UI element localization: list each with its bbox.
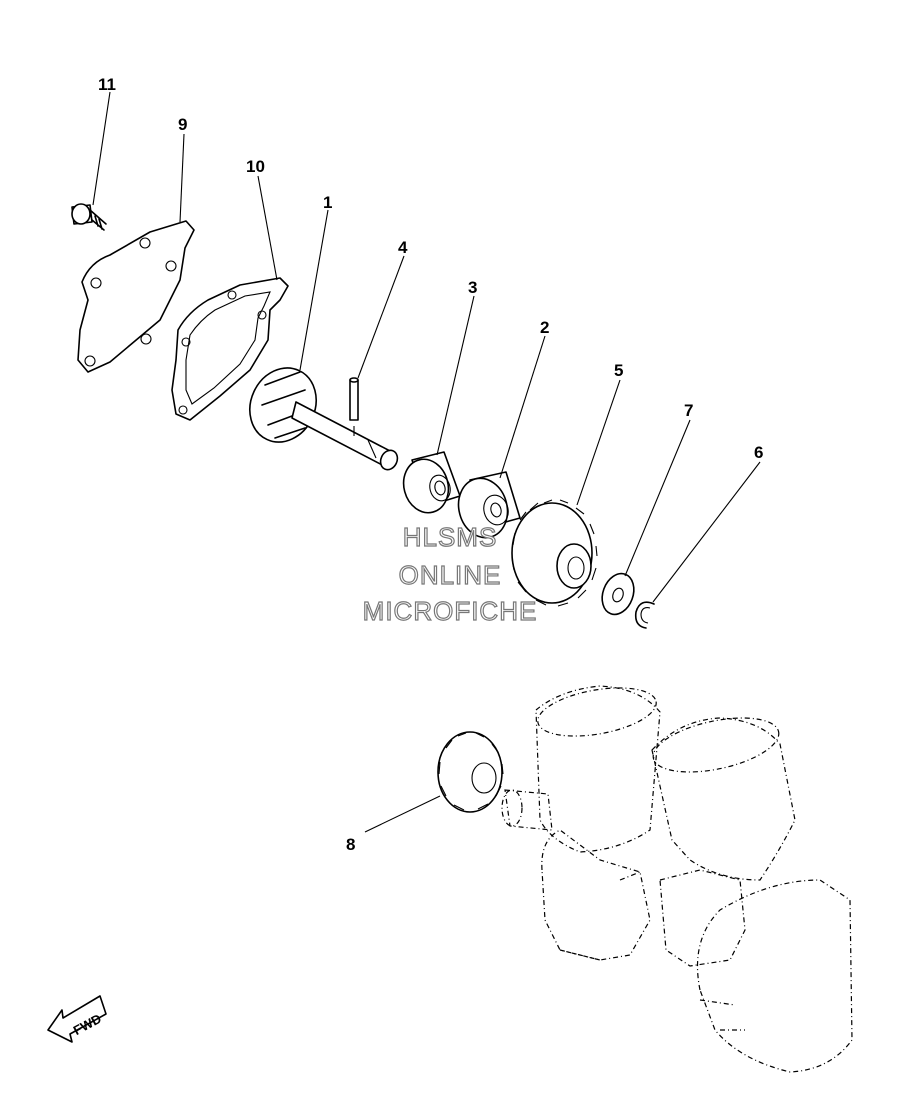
callout-1: 1 xyxy=(323,193,332,212)
callout-10: 10 xyxy=(246,157,265,176)
gear-part-5 xyxy=(511,499,598,607)
bolt-part-11 xyxy=(71,203,107,231)
callout-2: 2 xyxy=(540,318,549,337)
callout-labels: 11 9 10 1 4 3 2 5 7 6 8 xyxy=(98,75,763,854)
watermark-line-3: MICROFICHE xyxy=(363,596,538,626)
watermark-line-1: HLSMS xyxy=(403,522,498,552)
callout-3: 3 xyxy=(468,278,477,297)
callout-4: 4 xyxy=(398,238,408,257)
pin-part-4 xyxy=(349,377,359,436)
callout-6: 6 xyxy=(754,443,763,462)
washer-part-7 xyxy=(601,572,635,616)
watermark-line-2: ONLINE xyxy=(399,560,502,590)
callout-5: 5 xyxy=(614,361,623,380)
cover-part-9 xyxy=(77,220,195,373)
bearing-part-2 xyxy=(457,471,521,539)
impeller-shaft-part-1 xyxy=(249,367,399,471)
gasket-part-10 xyxy=(171,277,289,421)
gear-part-8 xyxy=(437,731,504,813)
callout-7: 7 xyxy=(684,401,693,420)
callout-11: 11 xyxy=(98,75,116,94)
circlip-part-6 xyxy=(634,601,655,629)
leader-lines xyxy=(92,91,761,833)
watermark: HLSMS ONLINE MICROFICHE xyxy=(362,521,538,626)
bearing-part-3 xyxy=(402,451,461,514)
fwd-arrow-icon: FWD xyxy=(47,995,107,1043)
callout-9: 9 xyxy=(178,115,187,134)
callout-8: 8 xyxy=(346,835,355,854)
crankshaft-pistons-phantom xyxy=(501,685,853,1073)
